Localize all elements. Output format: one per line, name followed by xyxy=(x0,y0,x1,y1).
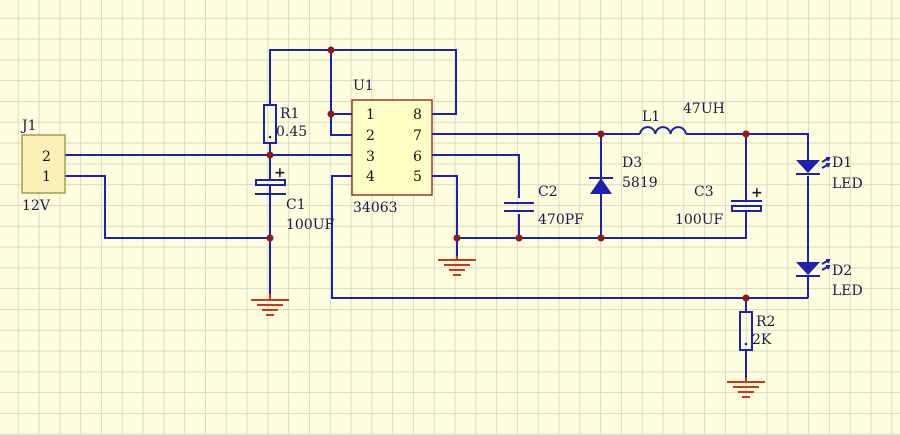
component-value: 100UF xyxy=(286,217,335,233)
resistor-body xyxy=(263,104,277,144)
led-triangle xyxy=(796,160,820,173)
inductor-l1[interactable]: L1 47UH xyxy=(639,101,725,135)
component-ref: D3 xyxy=(622,155,642,171)
capacitor-c2[interactable]: C2 470PF xyxy=(504,184,584,228)
resistor-body xyxy=(739,311,753,351)
component-value: LED xyxy=(832,283,863,299)
component-ref: C3 xyxy=(694,184,714,200)
component-ref: D2 xyxy=(832,263,852,279)
junction-dot xyxy=(266,234,274,242)
ground-icon xyxy=(251,294,289,316)
wire-l1-out xyxy=(686,133,809,160)
junction-dot xyxy=(742,130,750,138)
junction-dot xyxy=(453,234,461,242)
ground-symbol xyxy=(727,378,765,398)
component-ref: J1 xyxy=(20,118,37,134)
polarity-mark: + xyxy=(274,165,286,181)
component-ref: D1 xyxy=(832,155,852,171)
led-emission-arrows xyxy=(821,157,831,169)
connector-body xyxy=(21,134,66,194)
ic-body xyxy=(351,99,433,196)
wire-r1-loop xyxy=(269,49,457,115)
component-value: 470PF xyxy=(538,212,584,228)
component-value: 12V xyxy=(22,198,51,214)
resistor-r1[interactable]: R1 0.45 xyxy=(263,104,307,144)
ic-pin-label: 7 xyxy=(413,128,422,144)
component-ref: L1 xyxy=(642,109,660,125)
led-d2[interactable]: D2 LED xyxy=(796,259,863,299)
ic-pin-label: 1 xyxy=(366,107,375,123)
polarity-mark: + xyxy=(751,185,763,201)
ic-pin-label: 4 xyxy=(366,169,375,185)
junction-dot xyxy=(327,46,335,54)
component-value: 2K xyxy=(752,332,772,348)
ic-u1[interactable]: 1 2 3 4 8 7 6 5 U1 34063 xyxy=(351,78,433,216)
ground-symbol xyxy=(438,256,476,276)
junction-dot xyxy=(597,234,605,242)
component-ref: U1 xyxy=(353,78,374,94)
junctions xyxy=(266,46,750,302)
junction-dot xyxy=(597,130,605,138)
diode-triangle xyxy=(590,178,612,194)
component-value: 34063 xyxy=(353,200,398,216)
capacitor-c3[interactable]: + C3 100UF xyxy=(675,184,763,228)
junction-dot xyxy=(742,294,750,302)
component-value: 5819 xyxy=(622,175,658,191)
capacitor-c1[interactable]: + C1 100UF xyxy=(255,165,335,233)
led-triangle xyxy=(796,262,820,275)
wire-j1-pin1 xyxy=(65,175,272,239)
ground-icon xyxy=(438,256,476,276)
ic-pin-label: 5 xyxy=(413,169,422,185)
component-ref: R2 xyxy=(756,314,775,330)
diode-d3[interactable]: D3 5819 xyxy=(589,155,658,194)
component-ref: C2 xyxy=(538,184,558,200)
component-ref: R1 xyxy=(280,106,299,122)
resistor-r2[interactable]: R2 2K xyxy=(739,311,775,351)
connector-j1[interactable]: 2 1 J1 12V xyxy=(20,118,66,214)
pin1-dot xyxy=(268,135,272,139)
component-ref: C1 xyxy=(286,197,306,213)
pin1-dot xyxy=(744,342,748,346)
ic-pin-label: 2 xyxy=(366,128,375,144)
ic-pin-label: 8 xyxy=(413,107,422,123)
component-value: LED xyxy=(832,176,863,192)
wire-ground-bus xyxy=(457,214,747,239)
junction-dot xyxy=(327,110,335,118)
component-value: 0.45 xyxy=(276,124,307,140)
capacitor-plate xyxy=(731,205,762,212)
component-value: 100UF xyxy=(675,212,724,228)
led-emission-arrows xyxy=(821,259,831,271)
wire-pin5 xyxy=(432,175,458,238)
junction-dot xyxy=(515,234,523,242)
connector-pin-label: 1 xyxy=(42,169,51,185)
ic-pin-label: 6 xyxy=(413,149,422,165)
wire-pin6-c2 xyxy=(432,154,520,198)
connector-pin-label: 2 xyxy=(42,149,51,165)
wire-pin1 xyxy=(330,50,352,115)
inductor-coil xyxy=(639,126,687,135)
junction-dot xyxy=(266,151,274,159)
ic-pin-label: 3 xyxy=(366,149,375,165)
led-d1[interactable]: D1 LED xyxy=(796,155,863,192)
wire-feedback xyxy=(331,175,808,299)
ground-symbol xyxy=(251,294,289,316)
component-value: 47UH xyxy=(683,101,725,117)
wire-pin2 xyxy=(330,114,352,136)
wires xyxy=(65,49,809,378)
ground-icon xyxy=(727,378,765,398)
